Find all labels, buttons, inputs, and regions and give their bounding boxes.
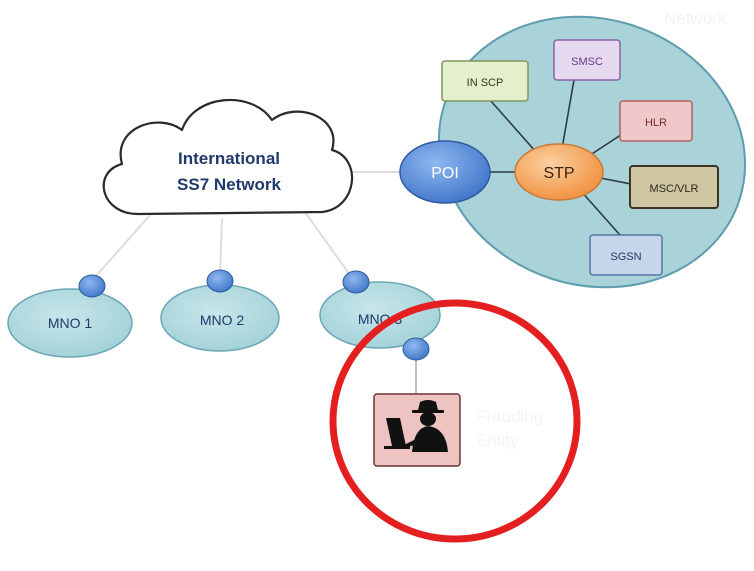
node-poi[interactable]: POI [399,140,491,204]
cloud-label-line2: SS7 Network [177,175,281,194]
mno-1[interactable]: MNO 1 [7,274,133,358]
node-sgsn-label: SGSN [610,251,641,263]
node-smsc-label: SMSC [571,56,603,68]
mno-3-port-bottom [402,337,430,361]
international-ss7-cloud[interactable]: International SS7 Network [102,98,354,216]
node-msc-vlr[interactable]: MSC/VLR [629,165,719,209]
cloud-mno-links [87,211,353,286]
node-in-scp-label: IN SCP [467,77,504,89]
node-hlr-label: HLR [645,117,667,129]
node-stp[interactable]: STP [514,143,604,201]
network-label: Network [664,9,727,28]
node-hlr[interactable]: HLR [619,100,693,142]
fraud-label-line1: Frauding [476,407,543,426]
node-sgsn[interactable]: SGSN [589,234,663,276]
mno-2[interactable]: MNO 2 [160,269,280,352]
node-poi-label: POI [431,165,459,182]
node-msc-vlr-label: MSC/VLR [650,183,699,195]
hacker-icon [384,400,448,452]
mno-2-port [206,269,234,293]
mno-1-label: MNO 1 [48,315,93,331]
node-in-scp[interactable]: IN SCP [441,60,529,102]
fraud-label-line2: Entity [476,431,519,450]
node-stp-label: STP [543,165,574,182]
mno-1-port [78,274,106,298]
mno-3-port-top [342,270,370,294]
frauding-entity[interactable] [373,393,461,467]
cloud-label-line1: International [178,149,280,168]
mno-2-label: MNO 2 [200,312,245,328]
fraud-highlight-ring [329,299,581,543]
link-stp-sgsn [579,189,621,236]
node-smsc[interactable]: SMSC [553,39,621,81]
